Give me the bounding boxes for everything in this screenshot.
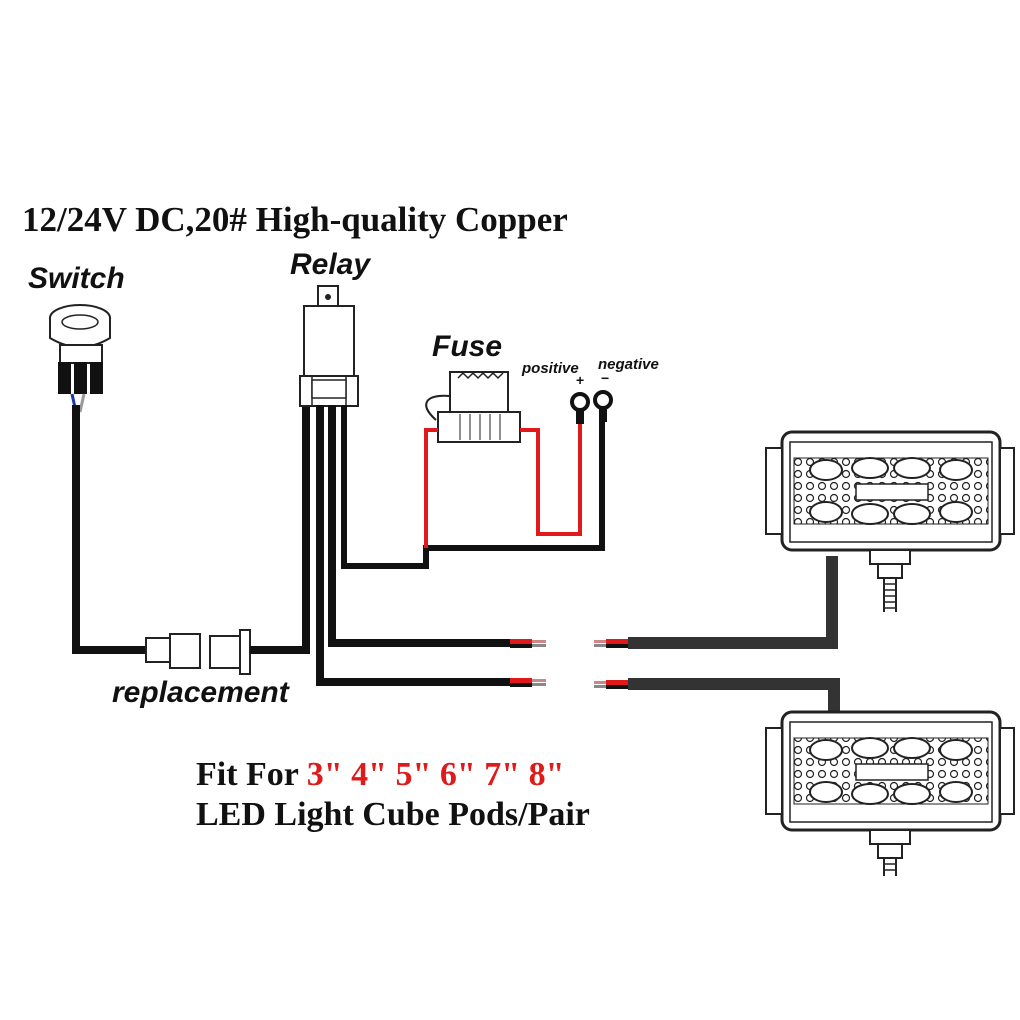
led-light-pod-lower-icon bbox=[765, 710, 1015, 876]
plus-sign: + bbox=[576, 372, 585, 388]
fit-sizes: 3" 4" 5" 6" 7" 8" bbox=[306, 756, 565, 793]
fuse-label: Fuse bbox=[432, 330, 503, 363]
relay-wire-3 bbox=[341, 405, 605, 569]
relay-icon bbox=[299, 285, 359, 407]
switch-wire-white bbox=[78, 393, 86, 413]
switch-cable bbox=[72, 405, 148, 654]
wire-end-upper-right bbox=[594, 639, 630, 648]
relay-wire-1 bbox=[316, 405, 512, 686]
wire-end-upper-left bbox=[510, 639, 546, 648]
wire-end-lower-left bbox=[510, 678, 546, 687]
relay-label: Relay bbox=[290, 248, 371, 281]
relay-cable-to-switch bbox=[250, 405, 310, 654]
relay-wire-2 bbox=[328, 405, 512, 647]
replacement-label: replacement bbox=[112, 676, 289, 709]
minus-sign: − bbox=[601, 370, 610, 386]
positive-label: positive bbox=[522, 360, 579, 377]
negative-terminal-icon bbox=[593, 390, 613, 422]
switch-icon bbox=[49, 304, 111, 394]
fit-prefix: Fit For bbox=[196, 756, 299, 793]
light-cable-upper bbox=[628, 556, 838, 649]
negative-label: negative bbox=[598, 356, 659, 373]
led-light-pod-upper-icon bbox=[765, 430, 1015, 612]
connector-icon bbox=[145, 629, 251, 675]
diagram-title: 12/24V DC,20# High-quality Copper bbox=[22, 200, 568, 239]
fuse-icon bbox=[425, 371, 521, 443]
light-cable-lower bbox=[628, 678, 840, 716]
positive-terminal-icon bbox=[570, 392, 590, 424]
switch-label: Switch bbox=[28, 262, 125, 295]
fit-line-2: LED Light Cube Pods/Pair bbox=[196, 796, 590, 833]
wire-end-lower-right bbox=[594, 680, 630, 689]
fuse-red-wire-out bbox=[520, 418, 582, 536]
fuse-red-wire-in bbox=[424, 428, 438, 548]
fit-line-1: Fit For 3" 4" 5" 6" 7" 8" bbox=[196, 756, 565, 794]
